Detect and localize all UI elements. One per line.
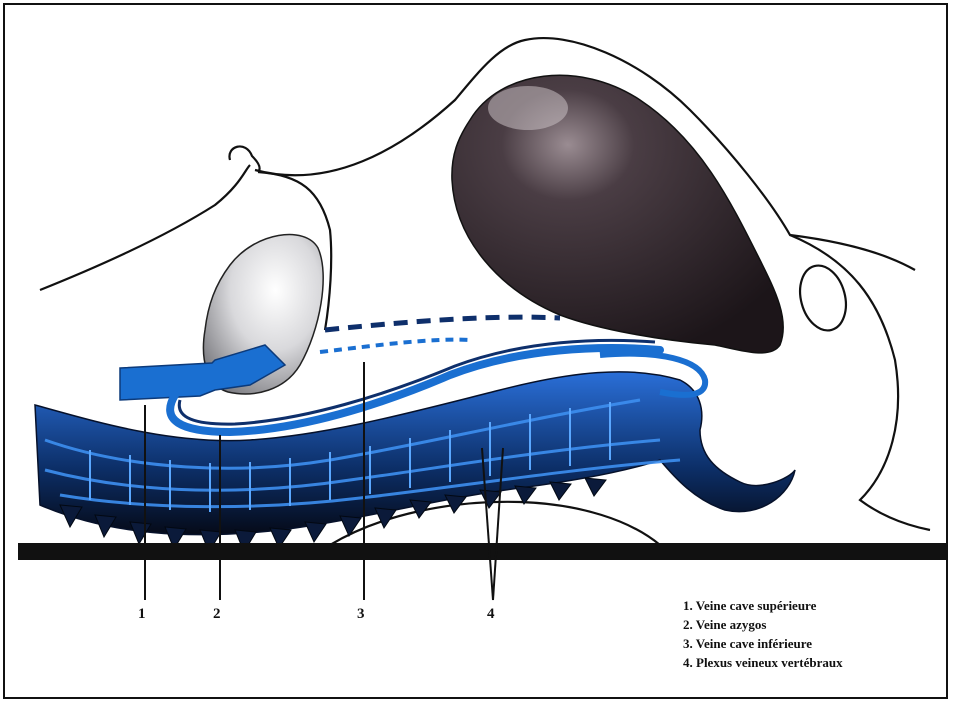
legend-item-superior-vena-cava: 1. Veine cave supérieure [683, 596, 843, 615]
breast-nipple [229, 146, 259, 172]
lower-contour [790, 235, 930, 530]
back-contour [40, 165, 250, 290]
examination-table [18, 543, 947, 560]
legend-item-inferior-vena-cava: 3. Veine cave inférieure [683, 634, 843, 653]
abdominal-mass-highlight [488, 86, 568, 130]
legend: 1. Veine cave supérieure 2. Veine azygos… [683, 596, 843, 672]
ivc-lower [320, 340, 470, 352]
callout-2: 2 [213, 606, 221, 623]
legend-item-vertebral-plexus: 4. Plexus veineux vertébraux [683, 653, 843, 672]
callout-4: 4 [487, 606, 495, 623]
callout-1: 1 [138, 606, 146, 623]
legend-item-azygos: 2. Veine azygos [683, 615, 843, 634]
callout-3: 3 [357, 606, 365, 623]
inferior-vena-cava [325, 317, 560, 330]
umbilicus-ring [793, 260, 853, 335]
